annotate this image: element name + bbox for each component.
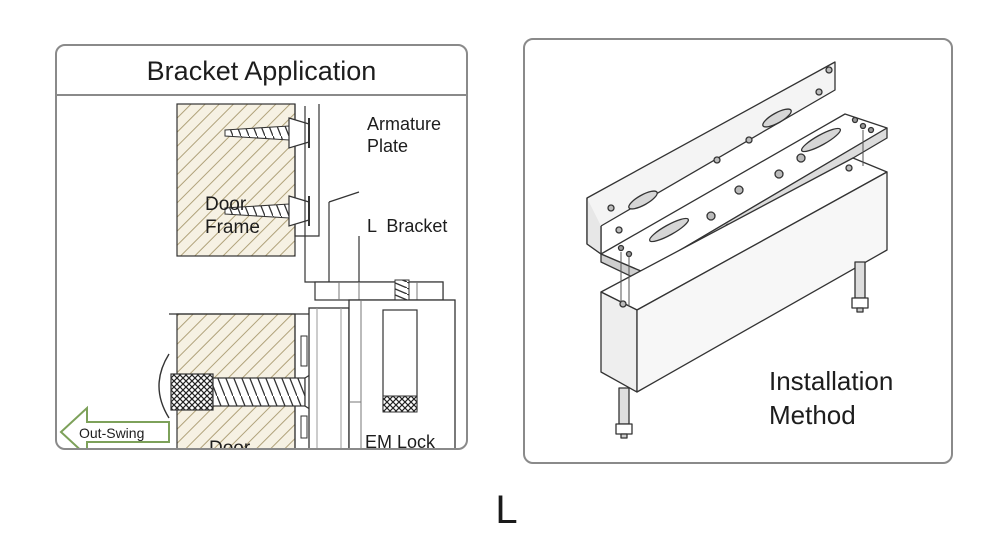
label-out-swing: Out-Swing — [79, 425, 144, 441]
label-installation: Installation — [769, 366, 893, 396]
label-door: Door — [209, 438, 251, 450]
label-armature-1: Armature — [367, 114, 441, 134]
sex-bolt-left — [615, 387, 633, 439]
installation-drawing: Installation Method — [586, 61, 893, 439]
knurled-sleeve — [170, 373, 214, 411]
installation-method-panel: Installation Method — [523, 38, 953, 464]
label-l-bracket: L Bracket — [367, 216, 447, 236]
armature-plate — [308, 307, 350, 448]
em-lock-front — [600, 291, 638, 393]
bracket-application-panel: Bracket Application — [55, 44, 468, 450]
label-method: Method — [769, 400, 856, 430]
em-lock-side — [636, 171, 888, 393]
label-em-lock: EM Lock — [365, 432, 436, 450]
frame-screw-bottom — [224, 195, 310, 227]
label-door-frame-2: Frame — [205, 217, 260, 238]
sex-bolt-right — [851, 261, 869, 313]
label-door-frame-1: Door — [205, 194, 247, 215]
frame-screw-top — [224, 117, 310, 149]
door-cap — [158, 353, 170, 419]
l-bracket — [304, 106, 444, 301]
label-armature-2: Plate — [367, 136, 408, 156]
bracket-type-caption: L — [495, 488, 518, 532]
out-swing-arrow — [59, 405, 170, 448]
bracket-application-title: Bracket Application — [57, 46, 466, 96]
bracket-application-diagram: Door Frame Armature Plate L Bracket Door… — [59, 103, 456, 450]
